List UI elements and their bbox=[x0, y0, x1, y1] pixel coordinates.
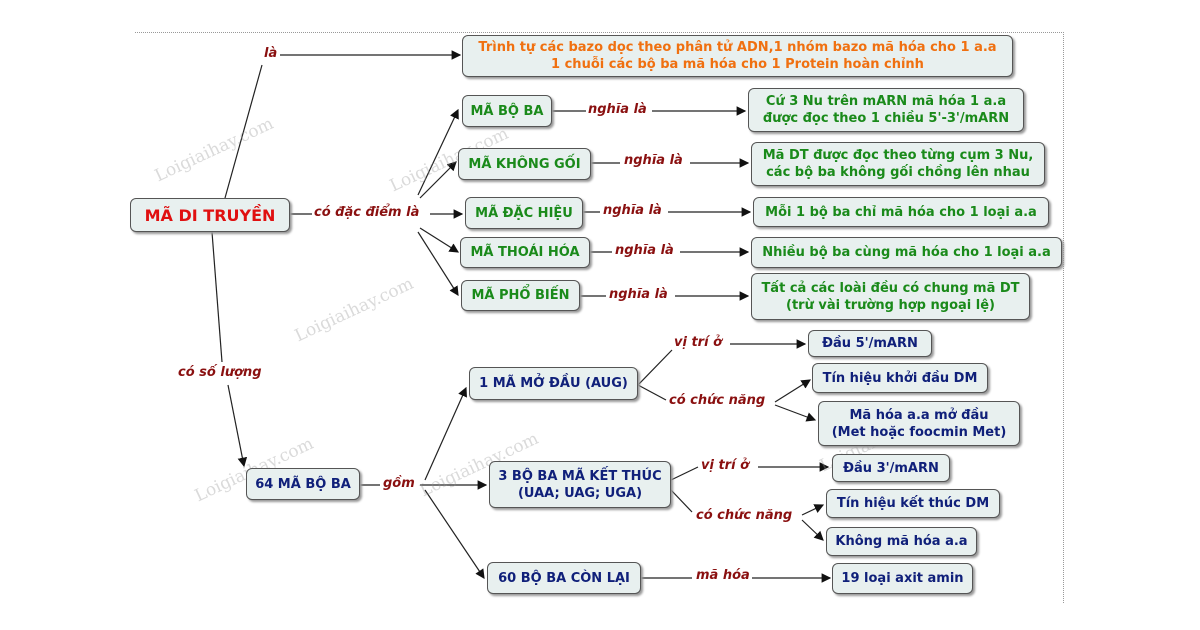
feature-node[interactable]: MÃ KHÔNG GỐI bbox=[458, 148, 591, 180]
amino-acid-node[interactable]: 19 loại axit amin bbox=[832, 563, 973, 594]
diagram-frame bbox=[135, 32, 1064, 603]
feature-node[interactable]: MÃ ĐẶC HIỆU bbox=[465, 197, 583, 229]
link-label: nghĩa là bbox=[601, 203, 664, 218]
stop-codon-node[interactable]: 3 BỘ BA MÃ KẾT THÚC (UAA; UAG; UGA) bbox=[489, 461, 671, 508]
link-label: mã hóa bbox=[694, 568, 752, 583]
link-label: vị trí ở bbox=[672, 335, 724, 350]
stop-position-node[interactable]: Đầu 3'/mARN bbox=[832, 454, 950, 482]
link-label: nghĩa là bbox=[607, 287, 670, 302]
feature-desc[interactable]: Mã DT được đọc theo từng cụm 3 Nu, các b… bbox=[751, 142, 1045, 186]
start-position-node[interactable]: Đầu 5'/mARN bbox=[808, 330, 932, 357]
link-label: gồm bbox=[381, 476, 417, 491]
feature-desc[interactable]: Mỗi 1 bộ ba chỉ mã hóa cho 1 loại a.a bbox=[753, 197, 1049, 227]
link-label: có số lượng bbox=[176, 365, 264, 380]
link-label: có chức năng bbox=[694, 508, 795, 523]
feature-desc[interactable]: Nhiều bộ ba cùng mã hóa cho 1 loại a.a bbox=[751, 237, 1062, 268]
stop-function-node[interactable]: Tín hiệu kết thúc DM bbox=[826, 489, 1000, 518]
link-label: có chức năng bbox=[667, 393, 768, 408]
feature-node[interactable]: MÃ BỘ BA bbox=[462, 95, 552, 127]
codon-count-node[interactable]: 64 MÃ BỘ BA bbox=[246, 468, 360, 500]
start-function-node[interactable]: Mã hóa a.a mở đầu (Met hoặc foocmin Met) bbox=[818, 401, 1020, 446]
start-codon-node[interactable]: 1 MÃ MỞ ĐẦU (AUG) bbox=[469, 367, 638, 400]
link-label: vị trí ở bbox=[699, 458, 751, 473]
link-label: có đặc điểm là bbox=[312, 205, 422, 220]
link-label: nghĩa là bbox=[622, 153, 685, 168]
link-label: nghĩa là bbox=[613, 243, 676, 258]
root-node[interactable]: MÃ DI TRUYỀN bbox=[130, 198, 290, 232]
link-label: là bbox=[262, 46, 280, 61]
link-label: nghĩa là bbox=[586, 102, 649, 117]
feature-node[interactable]: MÃ PHỔ BIẾN bbox=[461, 280, 580, 311]
start-function-node[interactable]: Tín hiệu khởi đầu DM bbox=[812, 363, 988, 393]
definition-node[interactable]: Trình tự các bazo dọc theo phân tử ADN,1… bbox=[462, 35, 1013, 77]
remaining-codons-node[interactable]: 60 BỘ BA CÒN LẠI bbox=[487, 562, 641, 594]
feature-desc[interactable]: Cứ 3 Nu trên mARN mã hóa 1 a.a được đọc … bbox=[748, 88, 1024, 132]
feature-desc[interactable]: Tất cả các loài đều có chung mã DT (trừ … bbox=[751, 273, 1030, 320]
stop-function-node[interactable]: Không mã hóa a.a bbox=[826, 527, 977, 556]
feature-node[interactable]: MÃ THOÁI HÓA bbox=[460, 237, 590, 268]
